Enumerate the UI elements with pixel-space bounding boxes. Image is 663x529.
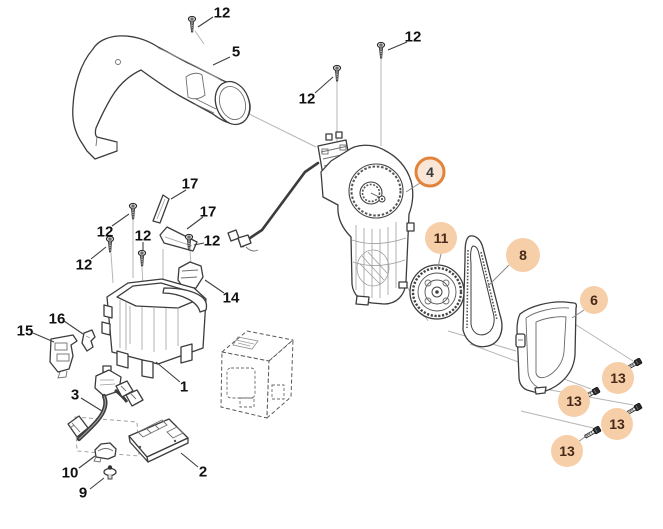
part-label-12: 12 <box>204 233 221 250</box>
part-label-2: 2 <box>199 464 207 481</box>
part-label-5: 5 <box>232 44 240 61</box>
leader-line <box>170 189 187 200</box>
part-callout-13[interactable]: 13 <box>601 408 633 440</box>
part-label-17: 17 <box>182 176 199 193</box>
part-6-belt-guard-drawing <box>515 301 578 395</box>
screw-12-icon <box>332 64 342 82</box>
callout-circle[interactable] <box>558 385 590 417</box>
part-callout-13[interactable]: 13 <box>602 362 634 394</box>
part-label-12: 12 <box>405 29 422 46</box>
part-16-clip-drawing <box>81 329 96 352</box>
part-callout-13[interactable]: 13 <box>558 385 590 417</box>
mounting-area-dashed-outline <box>74 416 140 457</box>
leader-line <box>485 264 510 289</box>
leader-line <box>80 397 103 412</box>
leader-line <box>212 56 231 66</box>
leader-line <box>314 76 334 94</box>
callout-circle[interactable] <box>601 408 633 440</box>
part-label-15: 15 <box>17 323 34 340</box>
leader-line <box>197 16 214 28</box>
part-label-12: 12 <box>97 224 114 241</box>
leader-line <box>32 332 55 343</box>
leader-line <box>155 361 181 383</box>
leader-line <box>78 455 96 469</box>
leader-line <box>186 216 204 230</box>
leader-line <box>387 41 408 51</box>
part-4-motor-gearbox-drawing <box>227 131 415 306</box>
part-label-10: 10 <box>62 465 79 482</box>
leader-line <box>193 242 205 246</box>
part-label-12: 12 <box>299 91 316 108</box>
part-5-intake-tube-drawing <box>72 35 251 160</box>
part-callout-11[interactable]: 11 <box>425 222 457 254</box>
callout-number: 13 <box>609 416 625 432</box>
part-callout-8[interactable]: 8 <box>506 238 540 272</box>
callout-circle[interactable] <box>425 222 457 254</box>
screw-12-icon <box>137 249 147 267</box>
callout-circle[interactable] <box>580 286 608 314</box>
part-callout-4[interactable]: 4 <box>414 156 446 188</box>
screw-12-icon <box>187 15 197 33</box>
part-3-wiring-harness-drawing <box>67 365 144 442</box>
leader-line <box>577 433 590 443</box>
part-label-1: 1 <box>180 379 188 396</box>
part-10-cap-drawing <box>93 442 117 463</box>
leader-line <box>89 477 105 490</box>
callout-circle[interactable] <box>506 238 540 272</box>
leader-line <box>63 320 84 335</box>
leader-line <box>571 309 585 319</box>
callout-circle-highlighted[interactable] <box>414 156 446 188</box>
callout-circle[interactable] <box>602 362 634 394</box>
part-15-retainer-drawing <box>49 334 78 379</box>
part-label-16: 16 <box>49 311 66 328</box>
part-label-12: 12 <box>135 228 152 245</box>
leader-line <box>437 253 442 268</box>
callout-number: 13 <box>566 393 582 409</box>
callout-number: 13 <box>559 443 575 459</box>
callout-number: 13 <box>610 370 626 386</box>
leader-line <box>111 213 130 227</box>
part-callout-6[interactable]: 6 <box>580 286 608 314</box>
part-8-drive-belt-drawing <box>462 235 503 348</box>
callout-number: 4 <box>426 164 434 180</box>
leader-line <box>204 279 225 294</box>
leader-line <box>90 246 107 260</box>
screw-12-icon <box>376 41 386 59</box>
leader-line <box>628 363 635 368</box>
part-label-9: 9 <box>79 485 87 502</box>
leader-line <box>405 182 421 193</box>
part-label-3: 3 <box>71 387 79 404</box>
part-17-rod-a-drawing <box>152 194 170 224</box>
screw-12-icon <box>128 202 138 220</box>
leader-line <box>180 452 199 468</box>
part-label-14: 14 <box>223 290 240 307</box>
part-1-housing-drawing <box>101 278 208 379</box>
part-9-push-nut-drawing <box>103 465 117 480</box>
callout-number: 11 <box>434 230 449 246</box>
callout-circle[interactable] <box>551 435 583 467</box>
part-label-12: 12 <box>214 5 231 22</box>
part-label-12: 12 <box>76 257 93 274</box>
part-callout-13[interactable]: 13 <box>551 435 583 467</box>
part-11-pulley-drawing <box>409 264 465 320</box>
callout-number: 6 <box>590 292 598 308</box>
part-2-control-board-drawing <box>128 418 189 463</box>
part-label-17: 17 <box>200 204 217 221</box>
battery-pack-reference-drawing <box>220 330 294 419</box>
callout-number: 8 <box>519 247 527 263</box>
